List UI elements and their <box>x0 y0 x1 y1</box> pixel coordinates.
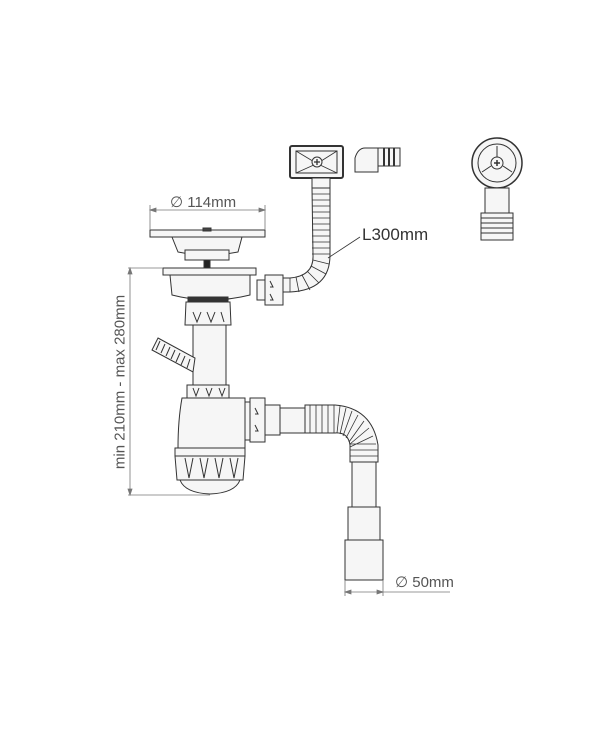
overflow-length-label: L300mm <box>362 225 429 244</box>
bottle-trap <box>174 384 246 495</box>
overflow-assembly <box>256 145 401 306</box>
outlet-diameter-label: ∅ 50mm <box>395 574 454 591</box>
outlet-pipe <box>244 397 384 581</box>
height-range-label: min 210mm - max 280mm <box>111 294 129 470</box>
strainer-diameter-label: ∅ 114mm <box>170 194 237 211</box>
overflow-side-view <box>471 137 523 241</box>
strainer-basket <box>149 227 266 270</box>
dishwasher-inlet <box>151 337 196 373</box>
sink-flange-body <box>162 267 257 386</box>
dimension-lines <box>127 205 450 596</box>
